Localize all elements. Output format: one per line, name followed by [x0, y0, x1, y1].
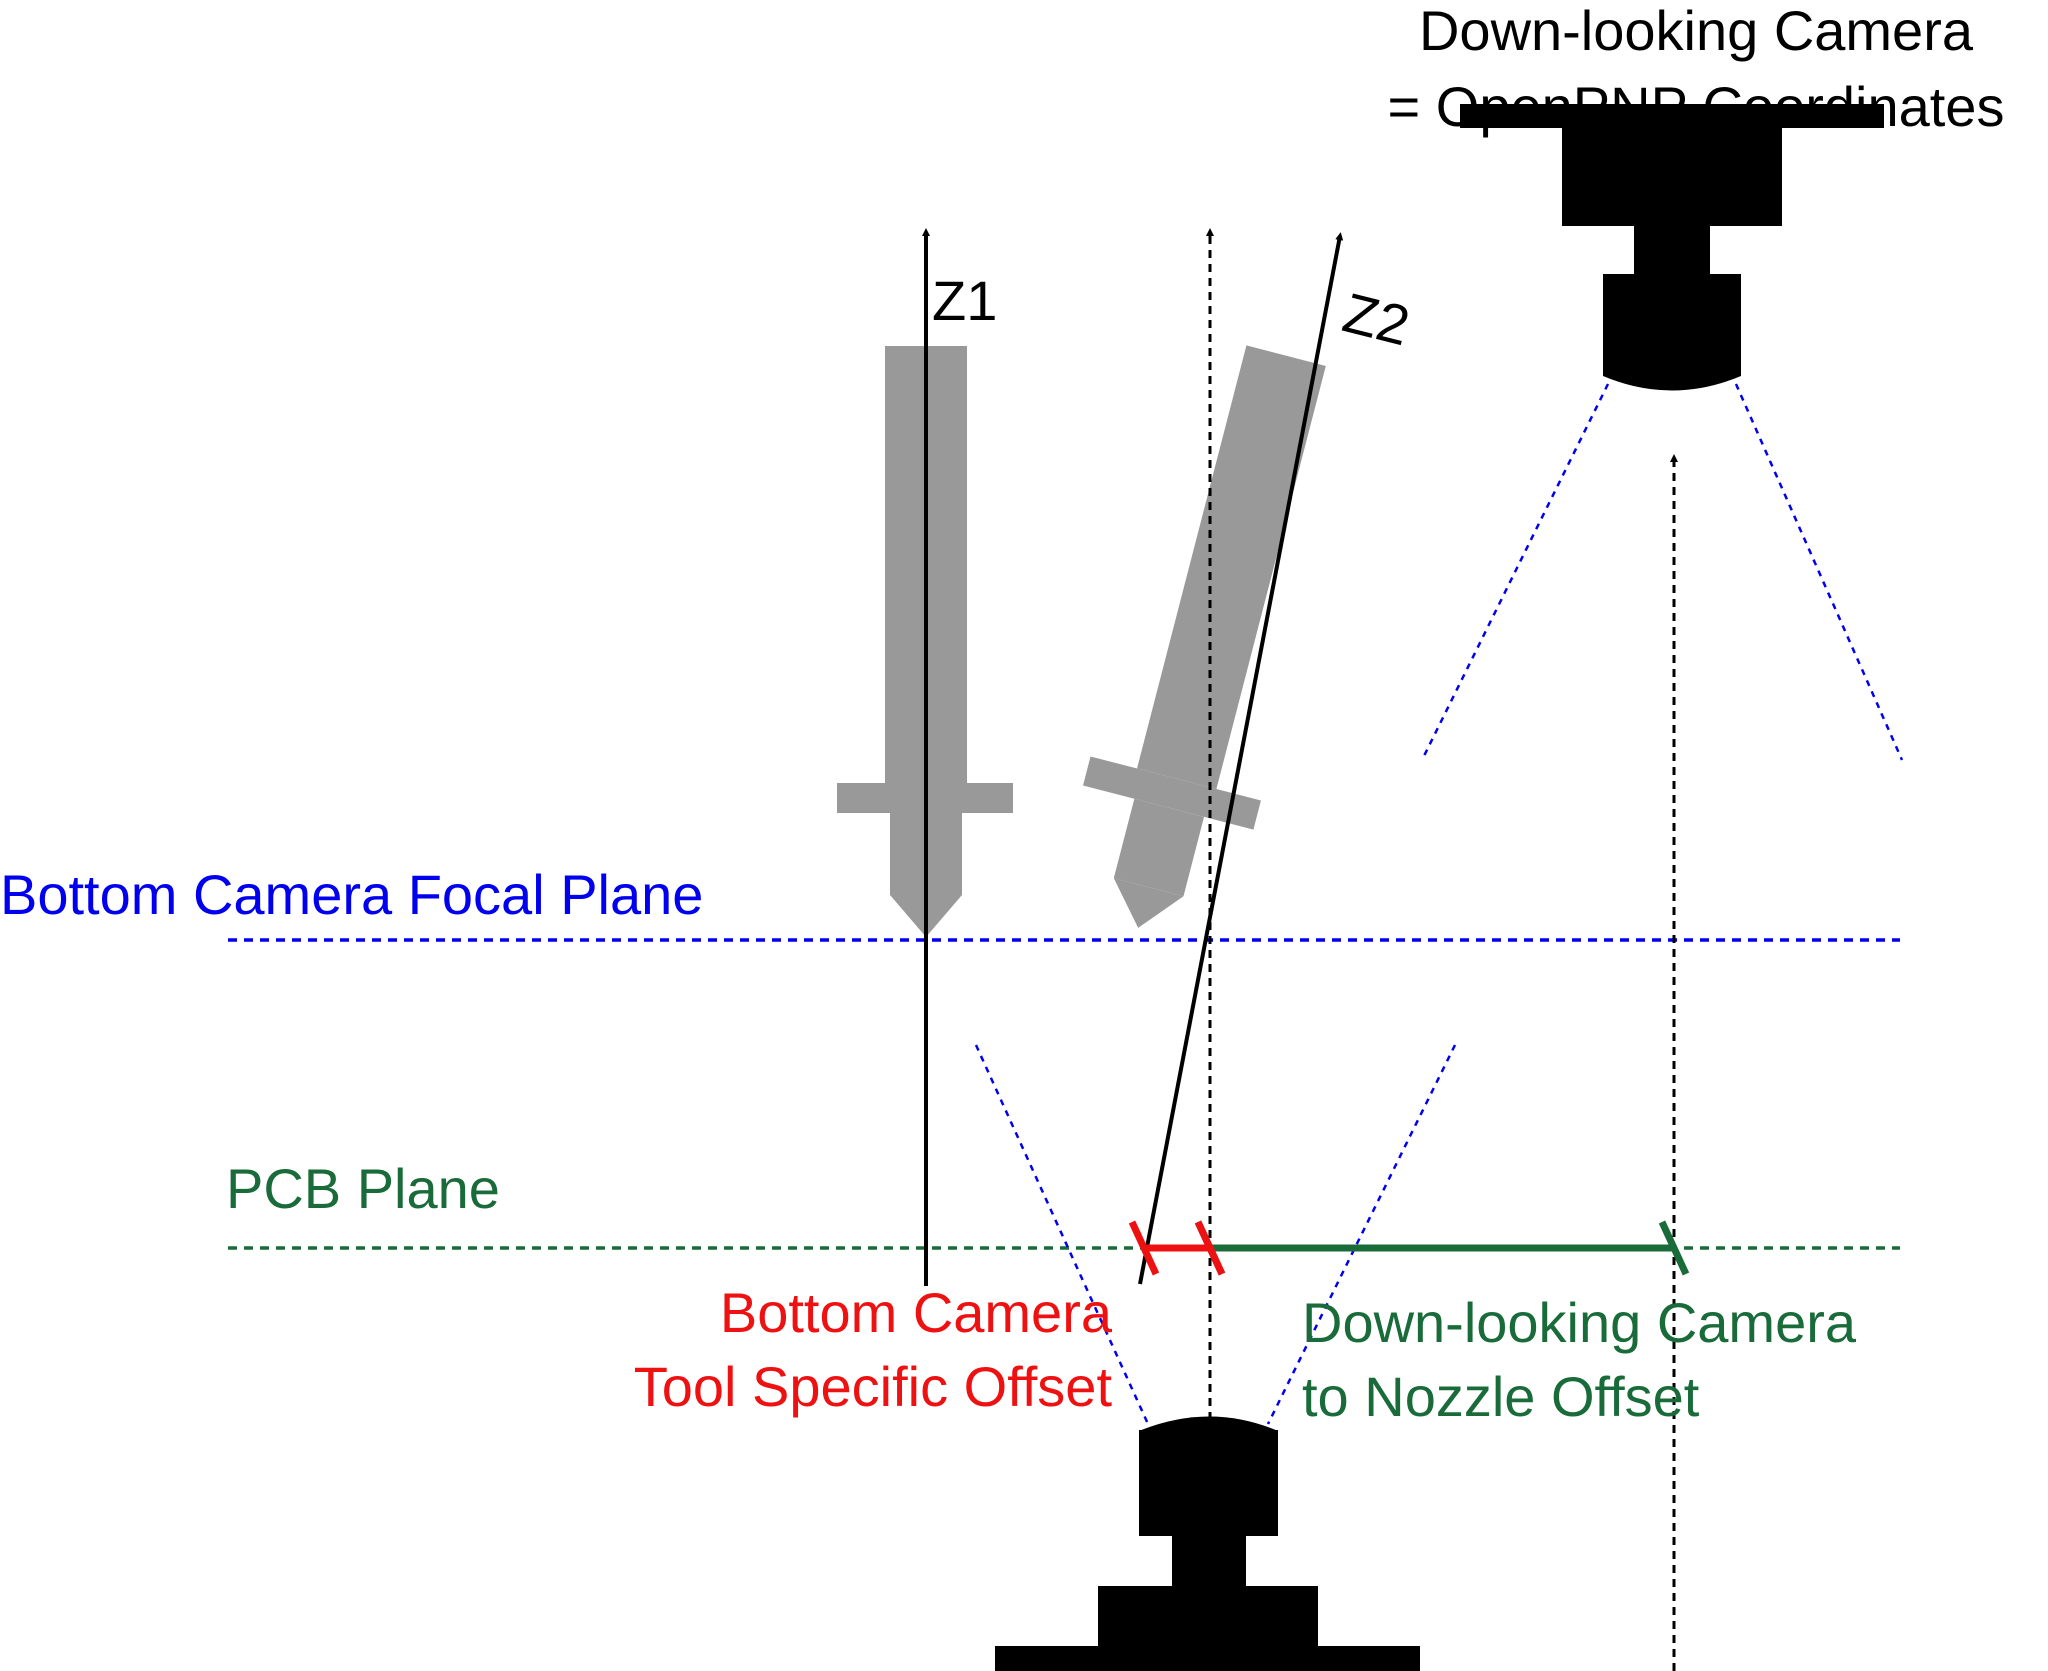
- nozzle-offset-label-line2: to Nozzle Offset: [1302, 1365, 1700, 1428]
- tool-offset-label-line2: Tool Specific Offset: [634, 1355, 1113, 1418]
- down-looking-camera-icon: [1460, 104, 1884, 391]
- z2-axis: [1138, 232, 1344, 1285]
- tilted-nozzle-icon: [1083, 345, 1326, 928]
- tool-offset-bar: [1128, 1220, 1226, 1276]
- nozzle-offset-bar: [1194, 1220, 1690, 1276]
- bottom-camera-icon: [995, 1416, 1420, 1671]
- z2-label: Z2: [1337, 281, 1416, 358]
- pcb-plane-label: PCB Plane: [226, 1157, 500, 1220]
- tool-offset-label-line1: Bottom Camera: [720, 1281, 1113, 1344]
- down-camera-view-cone: [1420, 383, 1904, 761]
- downcam-title-line1: Down-looking Camera: [1419, 0, 1974, 62]
- downcam-title-line2: = OpenPNP Coordinates: [1388, 75, 2005, 138]
- focal-plane-label: Bottom Camera Focal Plane: [0, 863, 703, 926]
- bottom-camera-view-cone: [974, 1044, 1457, 1425]
- nozzle-offset-label-line1: Down-looking Camera: [1302, 1291, 1857, 1354]
- z1-label: Z1: [932, 269, 997, 332]
